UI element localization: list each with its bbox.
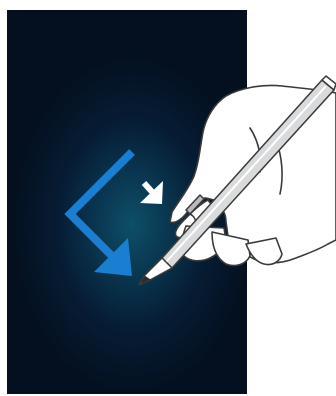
direction-hint-arrow-icon (140, 181, 163, 204)
back-gesture-arrow-icon (70, 152, 132, 276)
